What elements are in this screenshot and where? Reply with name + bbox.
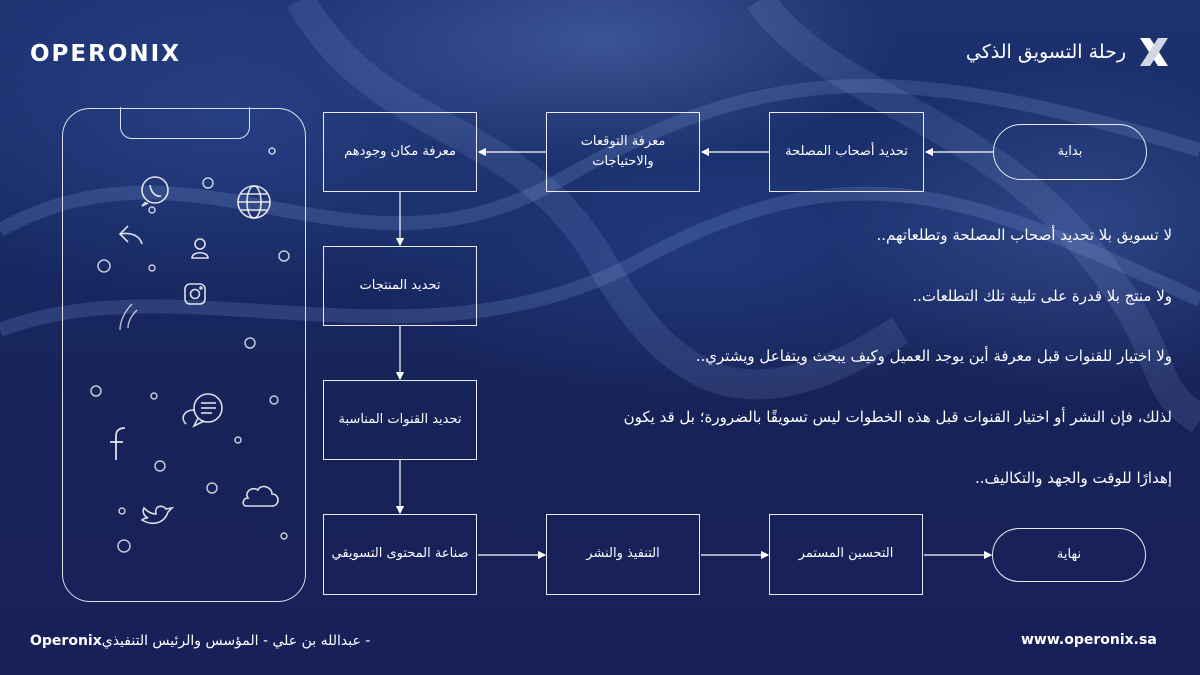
brand-logo: OPERONIX	[30, 41, 181, 67]
whatsapp-icon	[141, 176, 169, 207]
node-end: نهاية	[992, 528, 1146, 582]
node-products: تحديد المنتجات	[323, 246, 477, 326]
twitter-icon	[140, 505, 175, 525]
node-content: صناعة المحتوى التسويقي	[323, 514, 477, 595]
body-line-2: ولا منتج بلا قدرة على تلبية تلك التطلعات…	[912, 287, 1172, 305]
page-title: رحلة التسويق الذكي	[965, 41, 1126, 63]
phone-social-icons	[90, 147, 290, 553]
node-expectations: معرفة التوقعات والاحتياجات	[546, 112, 700, 192]
node-improvement: التحسين المستمر	[769, 514, 923, 595]
chat-bubbles-icon	[182, 393, 223, 428]
user-icon	[191, 238, 209, 259]
body-line-1: لا تسويق بلا تحديد أصحاب المصلحة وتطلعات…	[876, 226, 1172, 244]
instagram-icon	[184, 283, 206, 305]
facebook-icon	[110, 427, 126, 460]
node-start: بداية	[993, 124, 1147, 180]
node-channels: تحديد القنوات المناسبة	[323, 380, 477, 460]
node-execution: التنفيذ والنشر	[546, 514, 700, 595]
author-credit: Operonix - عبدالله بن علي - المؤسس والرئ…	[30, 633, 375, 649]
node-location: معرفة مكان وجودهم	[323, 112, 477, 192]
phone-notch	[120, 107, 250, 139]
website-link[interactable]: www.operonix.sa	[1021, 632, 1157, 648]
author-name-title: - عبدالله بن علي - المؤسس والرئيس التنفي…	[101, 633, 375, 649]
body-line-5: إهدارًا للوقت والجهد والتكاليف..	[975, 469, 1172, 487]
node-stakeholders: تحديد أصحاب المصلحة	[769, 112, 924, 192]
cloud-icon	[242, 485, 279, 507]
body-line-4: لذلك، فإن النشر أو اختيار القنوات قبل هذ…	[623, 408, 1172, 426]
author-brand: Operonix	[30, 633, 102, 649]
reply-icon	[118, 225, 143, 245]
header: رحلة التسويق الذكي	[966, 34, 1172, 70]
globe-icon	[237, 185, 271, 219]
phone-outline	[62, 108, 306, 602]
body-line-3: ولا اختيار للقنوات قبل معرفة أين يوجد ال…	[695, 347, 1172, 365]
x-logo-icon	[1140, 38, 1168, 66]
